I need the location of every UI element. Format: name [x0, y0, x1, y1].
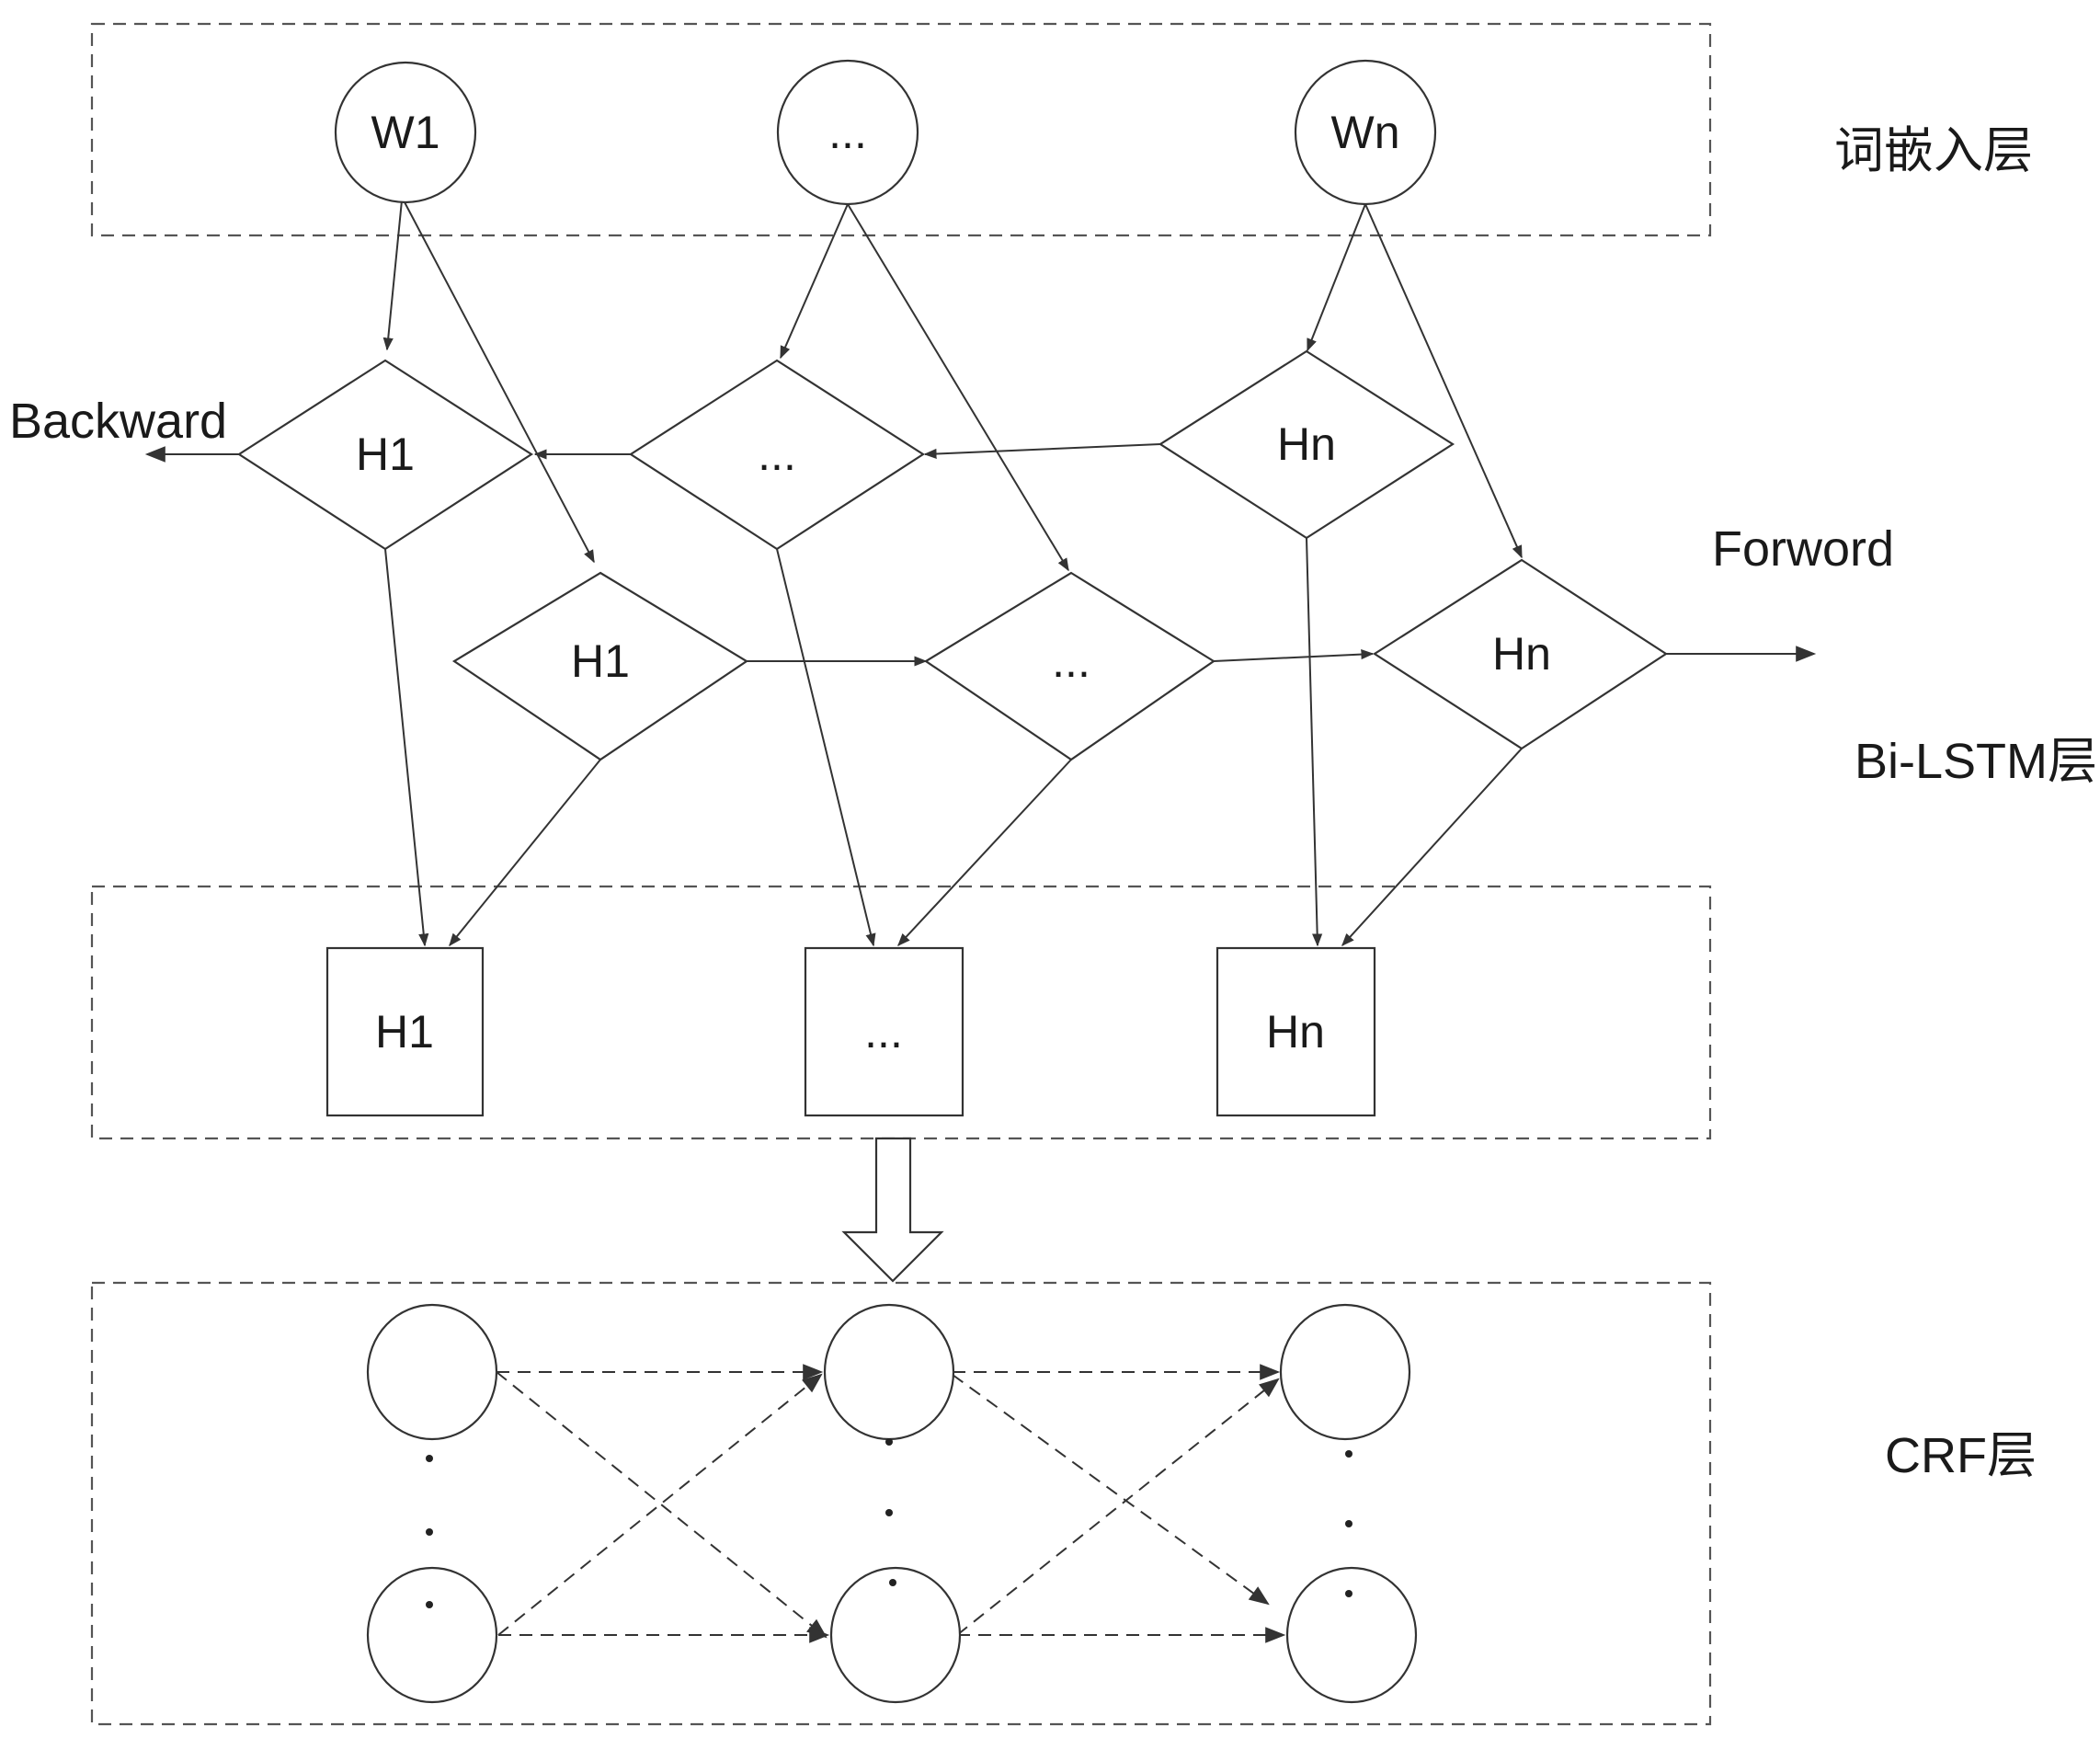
embedding-node-wn	[1294, 59, 1437, 206]
backward-cell-h1	[236, 359, 534, 551]
crf-edge-3	[497, 1373, 823, 1636]
output-edges	[384, 537, 1523, 947]
crf-dot	[885, 1438, 893, 1446]
crf-edge-7	[956, 1378, 1280, 1636]
crf-edge-6	[952, 1374, 1270, 1606]
crf-nodes	[366, 1303, 1418, 1704]
forward-cell-hn	[1372, 558, 1669, 750]
crf-transitions	[496, 1364, 1286, 1643]
backward-label: Backward	[9, 394, 227, 449]
crf-dot	[889, 1579, 896, 1586]
edge-fmid-out	[897, 759, 1072, 947]
embedding-layer-box	[90, 22, 1712, 237]
output-node-h1	[325, 946, 485, 1117]
edge-w1-forward	[403, 200, 595, 564]
crf-node-1-bottom	[366, 1566, 498, 1704]
output-node-mid-label: ...	[864, 1006, 903, 1058]
crf-dot	[1345, 1520, 1352, 1527]
edge-wn-backward	[1307, 203, 1366, 352]
crf-layer-box	[90, 1281, 1712, 1726]
crf-node-3-top	[1279, 1303, 1411, 1441]
transfer-arrow	[841, 1137, 944, 1283]
output-node-mid	[804, 946, 964, 1117]
crf-dot	[1345, 1590, 1352, 1597]
forward-cell-h1	[451, 571, 749, 761]
edge-w1-backward	[382, 200, 403, 351]
backward-cell-mid	[628, 359, 926, 551]
crf-ellipsis	[426, 1438, 1352, 1608]
crf-dot	[426, 1601, 433, 1608]
embedding-node-mid	[776, 59, 919, 206]
forward-cell-mid	[923, 571, 1216, 761]
backward-cells: H1 ... Hn	[236, 349, 1455, 551]
crf-node-2-top	[823, 1303, 955, 1441]
edge-fh1-out	[449, 759, 601, 947]
crf-layer-label: CRF层	[1885, 1428, 2037, 1483]
edge-fhn-out	[1341, 748, 1523, 947]
forward-label: Forword	[1712, 521, 1894, 577]
forward-cell-mid-label: ...	[1052, 635, 1090, 687]
edge-fwd-mid-hn	[1213, 648, 1375, 662]
crf-edge-2	[496, 1371, 827, 1639]
edge-wmid-backward	[780, 203, 849, 360]
forward-cell-h1-label: H1	[571, 635, 630, 687]
edge-bmid-out	[776, 548, 876, 947]
forward-cells: H1 ... Hn	[451, 558, 1669, 761]
output-node-hn-label: Hn	[1266, 1006, 1325, 1058]
embedding-node-wn-label: Wn	[1331, 107, 1400, 158]
output-node-hn	[1215, 946, 1376, 1117]
embedding-node-w1	[334, 61, 477, 204]
crf-dot	[885, 1509, 893, 1516]
crf-node-1-top	[366, 1303, 498, 1441]
edge-bwd-hn-mid	[923, 443, 1161, 460]
output-nodes: H1 ... Hn	[325, 946, 1376, 1117]
forward-cell-hn-label: Hn	[1492, 628, 1551, 680]
backward-cell-hn-label: Hn	[1277, 418, 1336, 470]
backward-chain	[144, 443, 1161, 463]
crf-dot	[1345, 1450, 1352, 1458]
bilstm-layer-label: Bi-LSTM层	[1855, 734, 2097, 789]
edge-wn-forward	[1364, 203, 1523, 559]
backward-cell-h1-label: H1	[356, 429, 415, 480]
edge-bhn-out	[1306, 537, 1323, 947]
backward-cell-hn	[1158, 349, 1455, 540]
embedding-nodes: W1 ... Wn	[334, 59, 1437, 206]
embedding-edges	[382, 200, 1523, 572]
backward-cell-mid-label: ...	[758, 429, 796, 480]
edge-wmid-forward	[847, 203, 1069, 572]
embedding-node-w1-label: W1	[371, 107, 440, 158]
forward-chain	[747, 646, 1817, 667]
edge-bh1-out	[384, 548, 429, 947]
crf-dot	[426, 1528, 433, 1536]
output-node-h1-label: H1	[375, 1006, 434, 1058]
crf-node-3-bottom	[1285, 1566, 1418, 1704]
embedding-layer-label: 词嵌入层	[1834, 123, 2033, 178]
embedding-node-mid-label: ...	[828, 107, 867, 158]
crf-node-2-bottom	[829, 1566, 962, 1704]
output-layer-box	[90, 885, 1712, 1140]
crf-dot	[426, 1455, 433, 1462]
